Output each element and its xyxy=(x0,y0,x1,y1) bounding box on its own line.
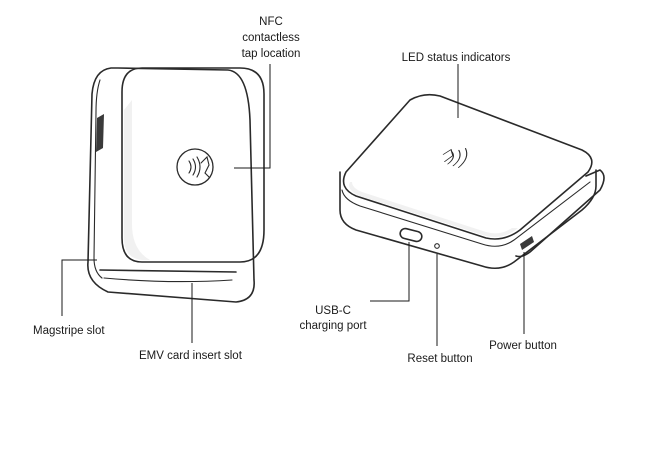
usbc-label-line1: USB-C xyxy=(315,305,351,317)
usbc-port xyxy=(399,227,423,243)
power-button-mark xyxy=(520,236,534,250)
nfc-label-line3: tap location xyxy=(242,48,301,60)
reader-iso-view xyxy=(339,93,605,270)
reset-pinhole xyxy=(434,243,440,249)
emv-slot-opening xyxy=(99,269,237,273)
emv-label: EMV card insert slot xyxy=(139,350,243,362)
reset-label: Reset button xyxy=(407,353,472,365)
side-grip xyxy=(96,114,104,152)
power-label: Power button xyxy=(489,340,557,352)
iso-top-face xyxy=(342,93,593,240)
front-face xyxy=(121,67,265,263)
leader-lines xyxy=(61,64,525,346)
nfc-label-line2: contactless xyxy=(242,32,300,44)
contactless-tap-icon xyxy=(176,148,214,186)
rear-shell xyxy=(87,67,255,303)
callout-labels: NFC contactless tap location LED status … xyxy=(33,16,557,365)
usbc-leader xyxy=(370,242,410,302)
iso-contactless-icon xyxy=(442,148,468,168)
front-face-shade xyxy=(124,100,150,260)
emv-slot-lip xyxy=(103,277,233,283)
magstripe-leader xyxy=(61,259,97,316)
nfc-leader xyxy=(234,64,271,169)
magstripe-label: Magstripe slot xyxy=(33,325,105,337)
nfc-label-line1: NFC xyxy=(259,16,283,28)
side-rail xyxy=(93,79,103,279)
led-label: LED status indicators xyxy=(402,52,511,64)
reader-front-view xyxy=(87,67,265,303)
iso-rear-loop xyxy=(515,169,605,258)
iso-body-midline xyxy=(341,181,591,247)
usbc-label-line2: charging port xyxy=(299,320,367,332)
iso-body xyxy=(339,169,597,270)
